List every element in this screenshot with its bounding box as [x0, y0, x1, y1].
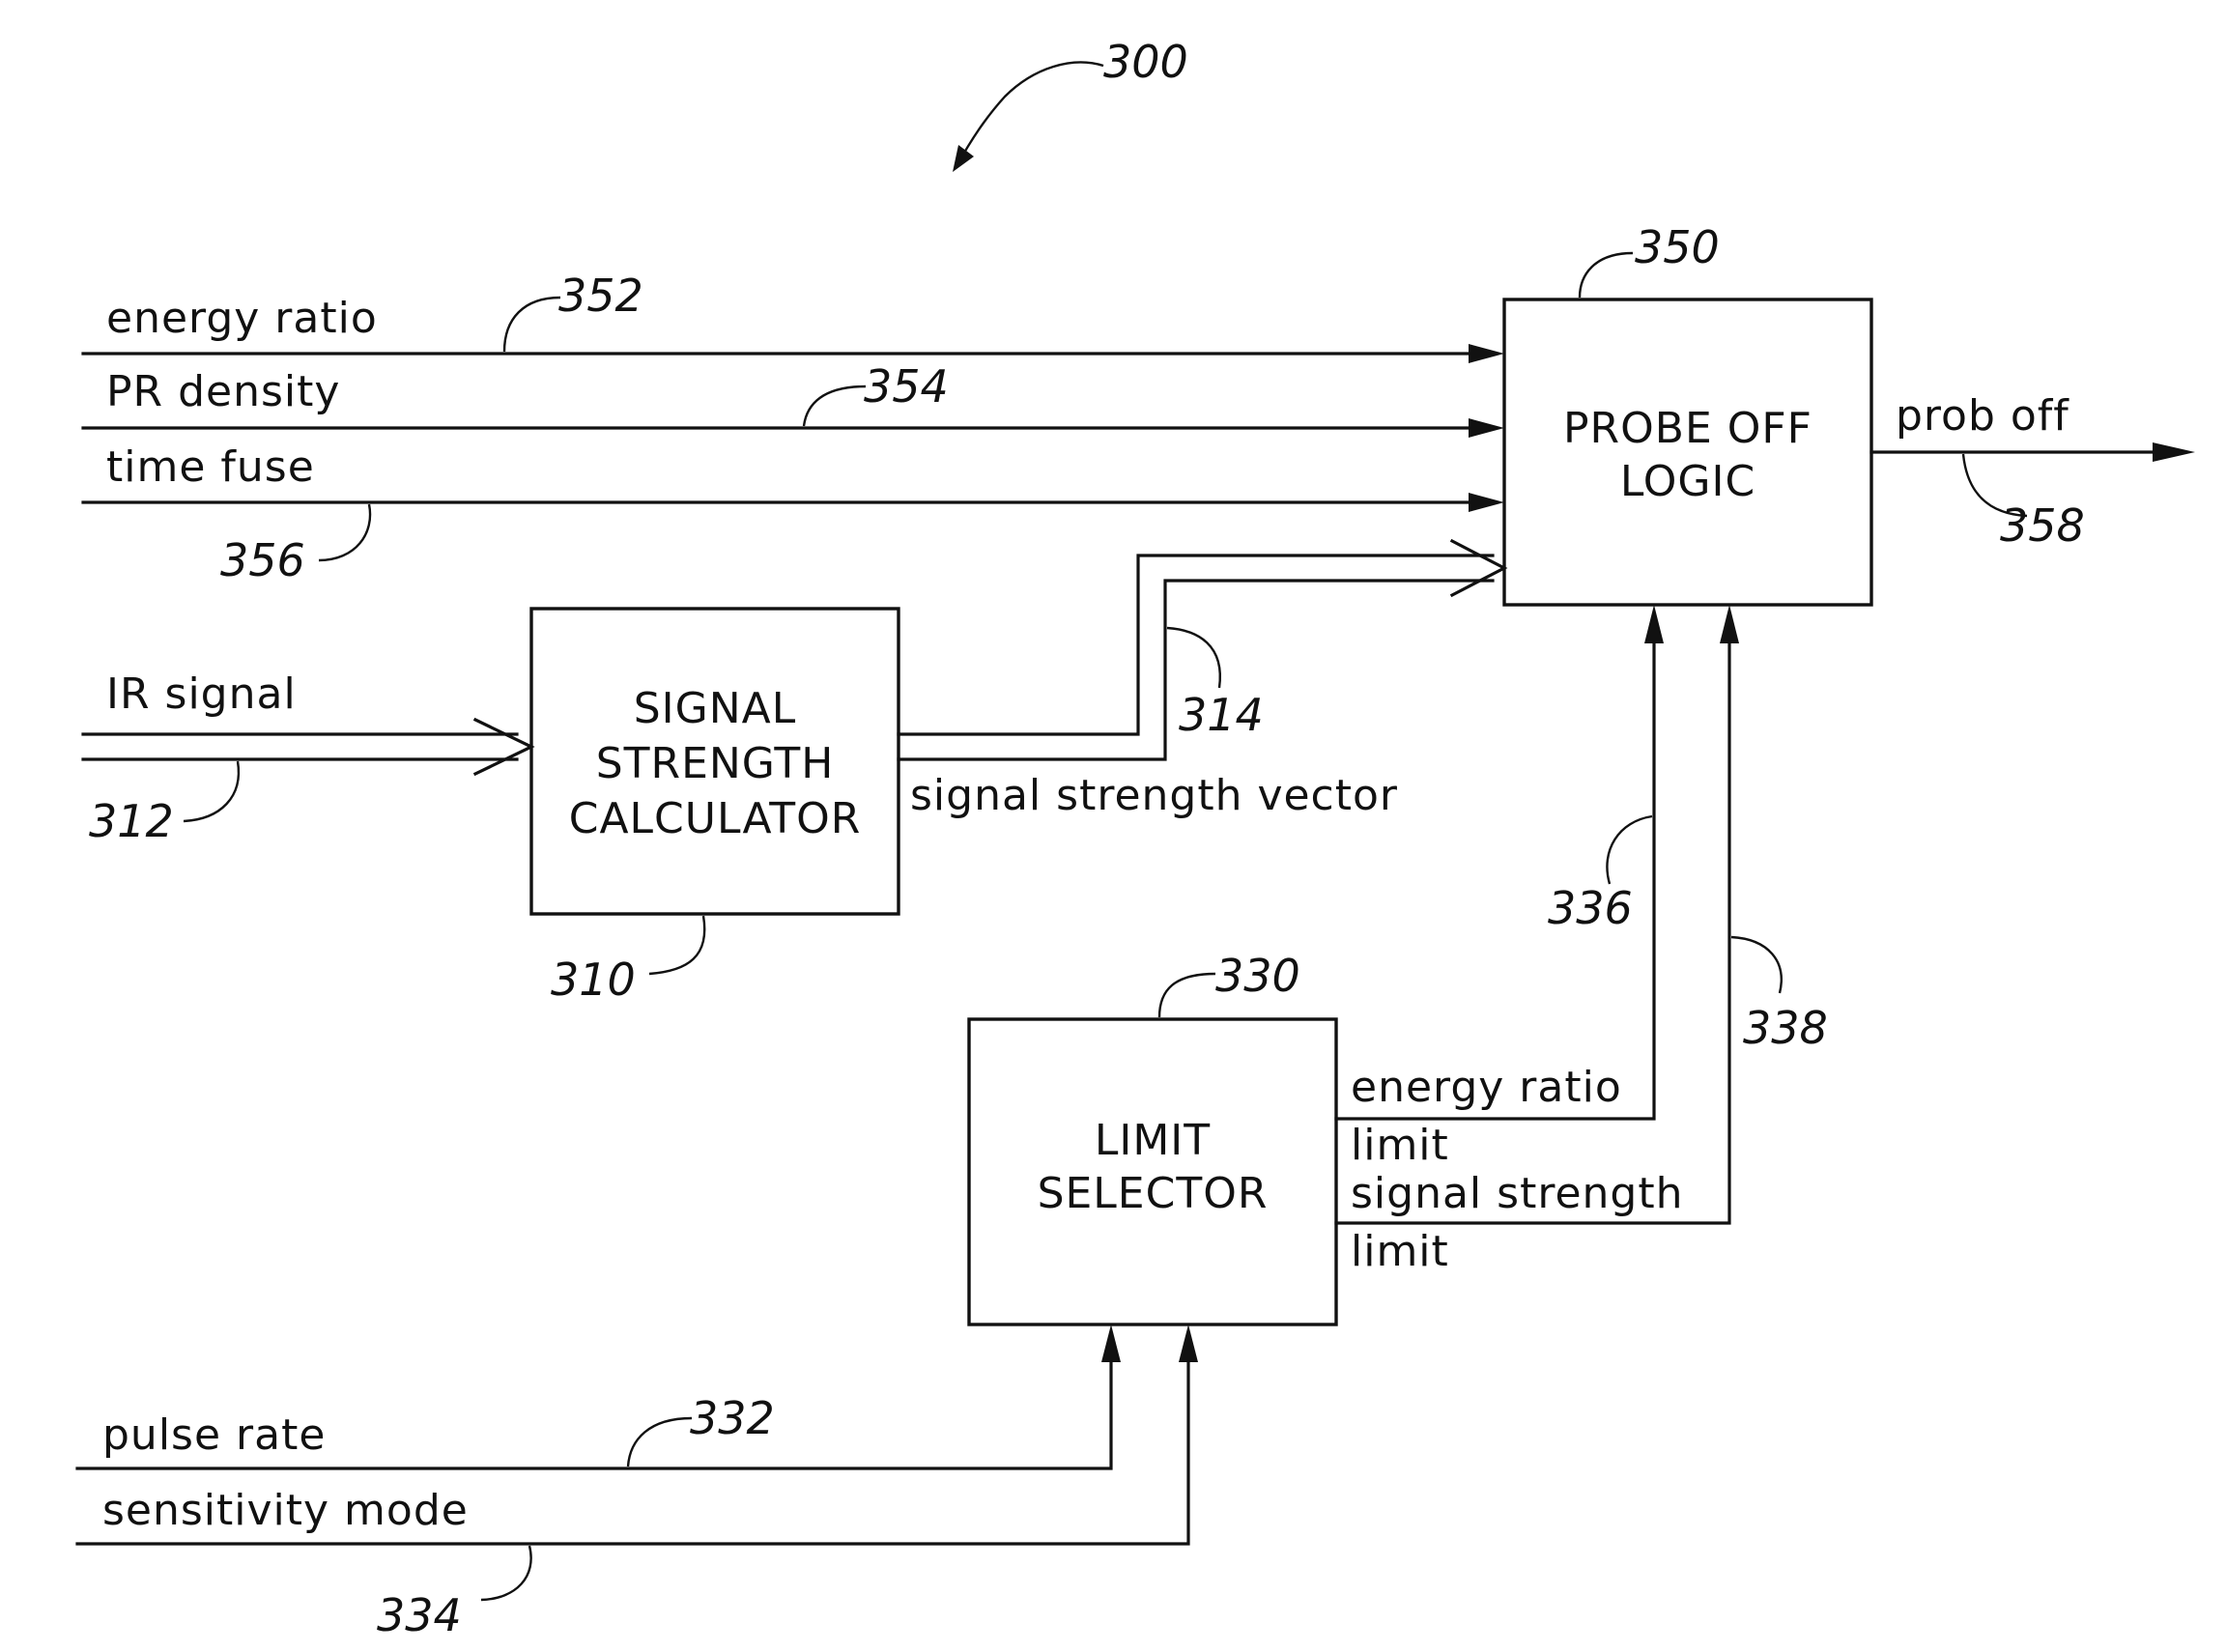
energy-ratio-arrowhead — [1469, 344, 1504, 363]
figure-ref-number: 300 — [1103, 36, 1188, 88]
erl-label-line2: limit — [1351, 1121, 1449, 1170]
pulse-rate-label: pulse rate — [102, 1410, 326, 1460]
erl-line — [1336, 643, 1654, 1119]
ref-336: 336 — [1548, 882, 1633, 934]
prob-off-label: prob off — [1896, 391, 2069, 441]
ref-332: 332 — [690, 1392, 775, 1444]
time-fuse-signal: time fuse 356 — [83, 442, 1504, 586]
ref-334-leader — [481, 1546, 531, 1600]
ref-334: 334 — [377, 1589, 462, 1641]
pulse-rate-signal: pulse rate 332 — [77, 1324, 1121, 1468]
ssc-line2: STRENGTH — [596, 739, 835, 788]
ref-352-leader — [504, 298, 560, 352]
ref-356: 356 — [220, 534, 305, 586]
pr-density-label: PR density — [106, 367, 340, 416]
sensitivity-mode-label: sensitivity mode — [102, 1486, 469, 1535]
ref-350-leader — [1580, 253, 1633, 298]
erl-label-line1: energy ratio — [1351, 1063, 1622, 1112]
time-fuse-arrowhead — [1469, 493, 1504, 512]
prob-off-arrowhead — [2153, 442, 2195, 462]
ref-352: 352 — [558, 270, 643, 322]
pr-density-arrowhead — [1469, 418, 1504, 438]
signal-strength-calculator-block: SIGNAL STRENGTH CALCULATOR 310 — [531, 609, 899, 1006]
ref-310: 310 — [551, 954, 636, 1006]
ref-314-leader — [1167, 628, 1220, 688]
ref-350: 350 — [1635, 221, 1720, 273]
erl-arrowhead — [1644, 605, 1664, 643]
ssl-label-line1: signal strength — [1351, 1169, 1683, 1218]
pulse-rate-arrowhead — [1101, 1324, 1121, 1362]
ref-354-leader — [804, 386, 866, 426]
ref-310-leader — [649, 916, 704, 974]
ref-330-leader — [1159, 974, 1215, 1017]
sensitivity-mode-arrowhead — [1179, 1324, 1198, 1362]
probe-off-logic-line2: LOGIC — [1620, 457, 1755, 506]
probe-off-logic-block: PROBE OFF LOGIC 350 — [1504, 221, 1871, 605]
ssv-open-arrowhead — [1452, 541, 1504, 595]
ref-338: 338 — [1743, 1002, 1828, 1054]
ref-338-leader — [1731, 937, 1782, 993]
ir-signal-bus: IR signal 312 — [83, 669, 531, 847]
time-fuse-label: time fuse — [106, 442, 315, 492]
probe-off-logic-line1: PROBE OFF — [1563, 404, 1812, 453]
ssl-label-line2: limit — [1351, 1227, 1449, 1276]
ref-314: 314 — [1179, 689, 1264, 741]
figure-leader — [956, 63, 1103, 166]
limit-selector-block: LIMIT SELECTOR 330 — [969, 950, 1336, 1324]
energy-ratio-label: energy ratio — [106, 294, 378, 343]
ref-354: 354 — [864, 360, 949, 413]
energy-ratio-limit-signal: energy ratio limit 336 — [1336, 605, 1664, 1170]
ir-signal-open-arrowhead — [475, 720, 531, 774]
limit-selector-line2: SELECTOR — [1038, 1169, 1269, 1218]
energy-ratio-signal: energy ratio 352 — [83, 270, 1504, 363]
limit-selector-line1: LIMIT — [1095, 1116, 1211, 1165]
signal-strength-vector-bus: signal strength vector 314 — [899, 541, 1504, 820]
ref-358: 358 — [2000, 499, 2085, 552]
ref-332-leader — [628, 1418, 692, 1467]
ref-312: 312 — [89, 795, 174, 847]
ssc-line1: SIGNAL — [634, 684, 797, 733]
pr-density-signal: PR density 354 — [83, 360, 1504, 438]
ref-312-leader — [184, 761, 239, 821]
ref-330: 330 — [1215, 950, 1300, 1002]
ir-signal-label: IR signal — [106, 669, 297, 719]
ref-356-leader — [319, 504, 370, 560]
prob-off-signal: prob off 358 — [1871, 391, 2195, 552]
figure-leader-arrow — [953, 145, 974, 172]
ssl-arrowhead — [1720, 605, 1739, 643]
signal-strength-limit-signal: signal strength limit 338 — [1336, 605, 1828, 1276]
ssv-label: signal strength vector — [910, 771, 1398, 820]
sensitivity-mode-signal: sensitivity mode 334 — [77, 1324, 1198, 1641]
figure-ref-300: 300 — [953, 36, 1188, 172]
ssc-line3: CALCULATOR — [569, 794, 862, 843]
ref-336-leader — [1607, 816, 1652, 884]
